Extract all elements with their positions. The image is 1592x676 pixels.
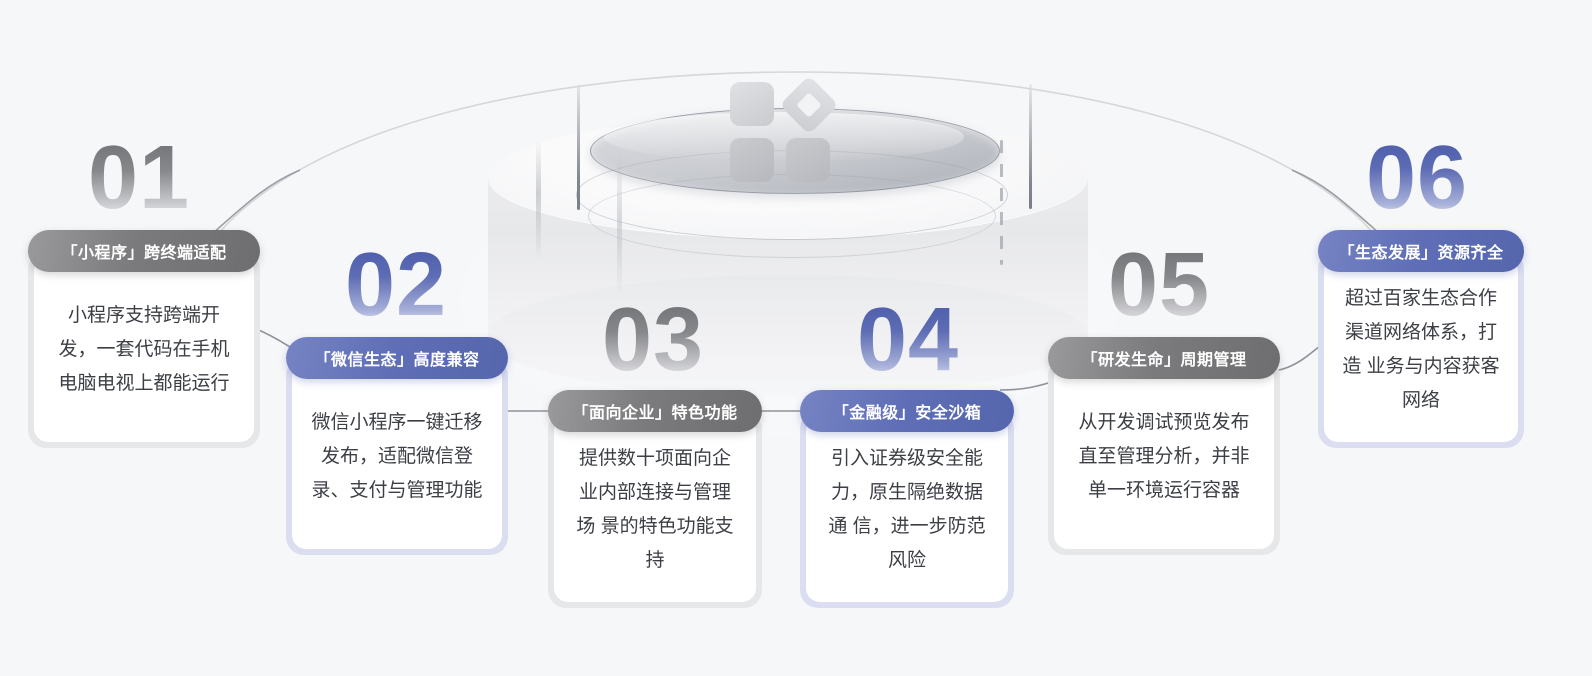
decor-vline-3	[617, 150, 622, 295]
feature-badge-03[interactable]: 「面向企业」特色功能	[548, 390, 762, 432]
feature-card-frame-02: 微信小程序一键迁移发布，适配微信登录、支付与管理功能	[286, 358, 508, 555]
feature-card-frame-06: 超过百家生态合作渠道网络体系，打造 业务与内容获客网络	[1318, 251, 1524, 448]
feature-node-03[interactable]: 「面向企业」特色功能 提供数十项面向企业内部连接与管理场 景的特色功能支持	[548, 390, 762, 608]
node-index-06: 06	[1366, 128, 1469, 228]
cylinder-body-shape	[488, 175, 1088, 335]
node-index-05: 05	[1108, 235, 1211, 335]
decor-vline-4	[1029, 84, 1032, 209]
decor-vline-2	[577, 85, 580, 210]
logo-square-bottom-right-icon	[786, 138, 830, 182]
feature-node-02[interactable]: 「微信生态」高度兼容 微信小程序一键迁移发布，适配微信登录、支付与管理功能	[286, 337, 508, 555]
logo-square-top-left-icon	[730, 82, 774, 126]
decor-vline-1	[536, 140, 541, 260]
feature-badge-05[interactable]: 「研发生命」周期管理	[1048, 337, 1280, 379]
node-index-03: 03	[602, 290, 705, 390]
feature-badge-01[interactable]: 「小程序」跨终端适配	[28, 230, 260, 272]
feature-card-frame-03: 提供数十项面向企业内部连接与管理场 景的特色功能支持	[548, 411, 762, 608]
feature-card-frame-04: 引入证券级安全能力，原生隔绝数据通 信，进一步防范风险	[800, 411, 1014, 608]
node-index-02: 02	[345, 235, 448, 335]
feature-node-05[interactable]: 「研发生命」周期管理 从开发调试预览发布直至管理分析，并非单一环境运行容器	[1048, 337, 1280, 555]
logo-diamond-outline-icon	[779, 75, 839, 135]
feature-node-04[interactable]: 「金融级」安全沙箱 引入证券级安全能力，原生隔绝数据通 信，进一步防范风险	[800, 390, 1014, 608]
feature-card-body-02: 微信小程序一键迁移发布，适配微信登录、支付与管理功能	[292, 364, 502, 549]
ambient-glow	[430, 150, 1150, 450]
feature-badge-06[interactable]: 「生态发展」资源齐全	[1318, 230, 1524, 272]
orbit-ring-inner	[576, 150, 1008, 240]
feature-node-06[interactable]: 「生态发展」资源齐全 超过百家生态合作渠道网络体系，打造 业务与内容获客网络	[1318, 230, 1524, 448]
decor-dashed-vline	[1000, 140, 1003, 265]
feature-node-01[interactable]: 「小程序」跨终端适配 小程序支持跨端开发，一套代码在手机电脑电视上都能运行	[28, 230, 260, 448]
feature-badge-04[interactable]: 「金融级」安全沙箱	[800, 390, 1014, 432]
cylinder-bottom-shape	[488, 275, 1088, 397]
glass-disc-gloss	[604, 112, 964, 162]
outer-arc-path	[204, 71, 1388, 251]
logo-square-bottom-left-icon	[730, 138, 774, 182]
node-index-01: 01	[88, 128, 191, 228]
feature-card-frame-05: 从开发调试预览发布直至管理分析，并非单一环境运行容器	[1048, 358, 1280, 555]
node-index-04: 04	[857, 290, 960, 390]
feature-badge-02[interactable]: 「微信生态」高度兼容	[286, 337, 508, 379]
feature-card-body-06: 超过百家生态合作渠道网络体系，打造 业务与内容获客网络	[1324, 257, 1518, 442]
feature-card-body-04: 引入证券级安全能力，原生隔绝数据通 信，进一步防范风险	[806, 417, 1008, 602]
glass-disc-shape	[590, 108, 1000, 194]
platform-logo	[728, 75, 839, 186]
cylinder-top-shape	[488, 116, 1088, 238]
feature-card-body-03: 提供数十项面向企业内部连接与管理场 景的特色功能支持	[554, 417, 756, 602]
orbit-ring-outer	[588, 174, 996, 258]
feature-card-frame-01: 小程序支持跨端开发，一套代码在手机电脑电视上都能运行	[28, 251, 260, 448]
feature-card-body-01: 小程序支持跨端开发，一套代码在手机电脑电视上都能运行	[34, 257, 254, 442]
feature-card-body-05: 从开发调试预览发布直至管理分析，并非单一环境运行容器	[1054, 364, 1274, 549]
